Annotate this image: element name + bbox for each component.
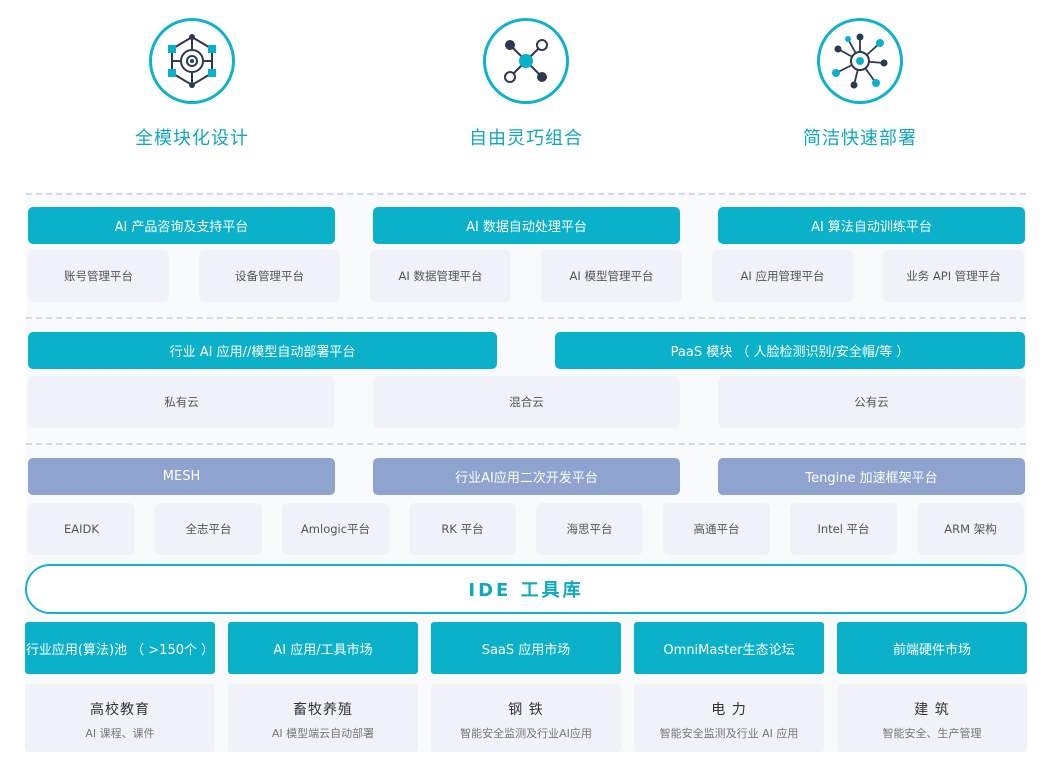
industry-card: 钢 铁 智能安全监测及行业AI应用 bbox=[431, 684, 621, 752]
industry-desc: AI 课程、课件 bbox=[85, 727, 155, 740]
ide-toolkit-banner: IDE 工具库 bbox=[25, 564, 1027, 614]
industry-name: 电 力 bbox=[711, 702, 747, 718]
network-nodes-icon bbox=[483, 18, 569, 104]
tier3-box: Intel 平台 bbox=[790, 503, 897, 555]
tier2-bar: PaaS 模块 （ 人脸检测识别/安全帽/等 ） bbox=[555, 332, 1025, 369]
industry-card: 电 力 智能安全监测及行业 AI 应用 bbox=[634, 684, 824, 752]
market-bar: SaaS 应用市场 bbox=[431, 622, 621, 674]
tier1-box: 设备管理平台 bbox=[199, 250, 340, 302]
feature-title: 自由灵巧组合 bbox=[469, 128, 583, 149]
tier3-box: 海思平台 bbox=[536, 503, 643, 555]
tier3-bar: MESH bbox=[28, 458, 335, 495]
market-bar: 行业应用(算法)池 （ >150个 ） bbox=[25, 622, 215, 674]
industry-name: 高校教育 bbox=[90, 702, 150, 718]
tier2-box: 公有云 bbox=[718, 376, 1025, 428]
tier3-box: Amlogic平台 bbox=[282, 503, 389, 555]
industry-desc: 智能安全监测及行业 AI 应用 bbox=[659, 727, 799, 740]
industry-name: 钢 铁 bbox=[508, 702, 544, 718]
industry-card: 高校教育 AI 课程、课件 bbox=[25, 684, 215, 752]
modular-cube-icon bbox=[149, 18, 235, 104]
feature-deployment: 简洁快速部署 bbox=[740, 18, 980, 150]
industry-card: 畜牧养殖 AI 模型端云自动部署 bbox=[228, 684, 418, 752]
industry-name: 建 筑 bbox=[914, 702, 950, 718]
industry-card: 建 筑 智能安全、生产管理 bbox=[837, 684, 1027, 752]
industry-name: 畜牧养殖 bbox=[293, 702, 353, 718]
market-bar: AI 应用/工具市场 bbox=[228, 622, 418, 674]
tier2-bar: 行业 AI 应用//模型自动部署平台 bbox=[28, 332, 497, 369]
tier2-box: 混合云 bbox=[373, 376, 680, 428]
tier1-box: AI 应用管理平台 bbox=[712, 250, 853, 302]
tier1-box: AI 数据管理平台 bbox=[370, 250, 511, 302]
industry-desc: 智能安全监测及行业AI应用 bbox=[460, 727, 592, 740]
hub-burst-icon bbox=[817, 18, 903, 104]
tier3-bar: Tengine 加速框架平台 bbox=[718, 458, 1025, 495]
tier3-bar: 行业AI应用二次开发平台 bbox=[373, 458, 680, 495]
market-bar: OmniMaster生态论坛 bbox=[634, 622, 824, 674]
divider bbox=[26, 443, 1026, 445]
tier1-bar: AI 产品咨询及支持平台 bbox=[28, 207, 335, 244]
divider bbox=[26, 317, 1026, 319]
feature-modular: 全模块化设计 bbox=[72, 18, 312, 150]
tier1-box: 业务 API 管理平台 bbox=[883, 250, 1024, 302]
tier3-box: RK 平台 bbox=[409, 503, 516, 555]
tier1-bar: AI 数据自动处理平台 bbox=[373, 207, 680, 244]
feature-title: 全模块化设计 bbox=[135, 128, 249, 149]
tier2-box: 私有云 bbox=[28, 376, 335, 428]
industry-desc: 智能安全、生产管理 bbox=[882, 727, 982, 740]
tier3-box: EAIDK bbox=[28, 503, 135, 555]
industry-desc: AI 模型端云自动部署 bbox=[271, 727, 375, 740]
tier1-box: 账号管理平台 bbox=[28, 250, 169, 302]
tier1-box: AI 模型管理平台 bbox=[541, 250, 682, 302]
feature-combination: 自由灵巧组合 bbox=[406, 18, 646, 150]
tier3-box: ARM 架构 bbox=[917, 503, 1024, 555]
market-bar: 前端硬件市场 bbox=[837, 622, 1027, 674]
tier3-box: 高通平台 bbox=[663, 503, 770, 555]
tier1-bar: AI 算法自动训练平台 bbox=[718, 207, 1025, 244]
tier3-box: 全志平台 bbox=[155, 503, 262, 555]
feature-title: 简洁快速部署 bbox=[803, 128, 917, 149]
divider bbox=[26, 193, 1026, 195]
